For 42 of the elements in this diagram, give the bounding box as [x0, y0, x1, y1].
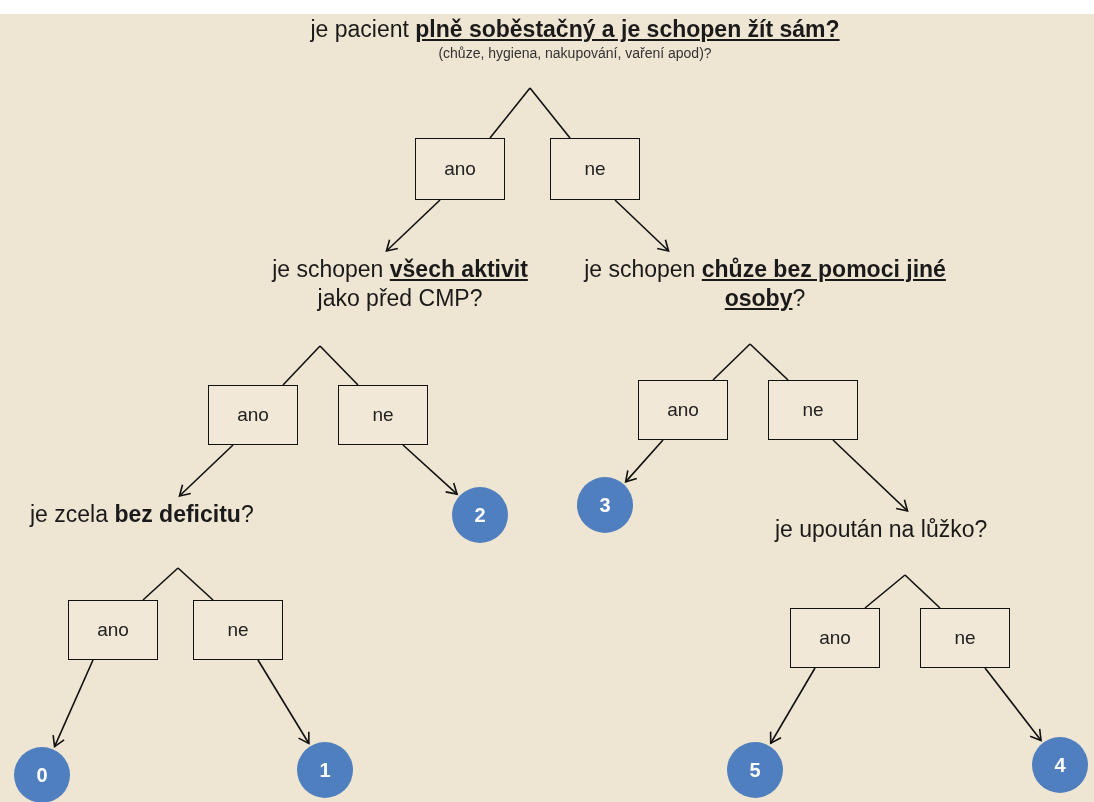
arrow [402, 444, 458, 495]
score-circle: 2 [452, 487, 508, 543]
question-note: (chůze, hygiena, nakupování, vaření apod)? [437, 44, 713, 62]
answer-box: ano [790, 608, 880, 668]
answer-box: ano [208, 385, 298, 445]
question-text: je schopen všech aktivit jako před CMP? [250, 255, 550, 313]
answer-box: ne [193, 600, 283, 660]
question-text: je schopen chůze bez pomoci jiné osoby? [555, 255, 975, 313]
answer-box: ano [638, 380, 728, 440]
arrow [624, 439, 664, 483]
arrow [257, 659, 310, 745]
arrow [614, 199, 670, 252]
connector-line [489, 87, 531, 139]
answer-box: ne [550, 138, 640, 200]
answer-box: ano [68, 600, 158, 660]
answer-box: ne [920, 608, 1010, 668]
arrow [178, 444, 234, 497]
connector-line [904, 574, 941, 609]
connector-line [282, 345, 321, 386]
arrow [984, 667, 1042, 742]
connector-line [749, 343, 789, 381]
connector-line [712, 343, 751, 381]
arrow [52, 659, 94, 748]
question-text: je pacient plně soběstačný a je schopen žít sám? [309, 15, 841, 44]
connector-line [319, 345, 359, 386]
score-circle: 4 [1032, 737, 1088, 793]
connector-line [142, 567, 179, 601]
answer-box: ano [415, 138, 505, 200]
arrow [832, 439, 909, 512]
connector-line [529, 87, 571, 139]
answer-box: ne [338, 385, 428, 445]
score-circle: 1 [297, 742, 353, 798]
connector-line [177, 567, 214, 601]
answer-box: ne [768, 380, 858, 440]
arrow [385, 199, 441, 252]
connector-line [864, 574, 906, 609]
score-circle: 3 [577, 477, 633, 533]
question-text: je zcela bez deficitu? [30, 500, 350, 529]
score-circle: 0 [14, 747, 70, 802]
score-circle: 5 [727, 742, 783, 798]
question-text: je upoután na lůžko? [775, 515, 1045, 544]
arrow [769, 667, 816, 745]
